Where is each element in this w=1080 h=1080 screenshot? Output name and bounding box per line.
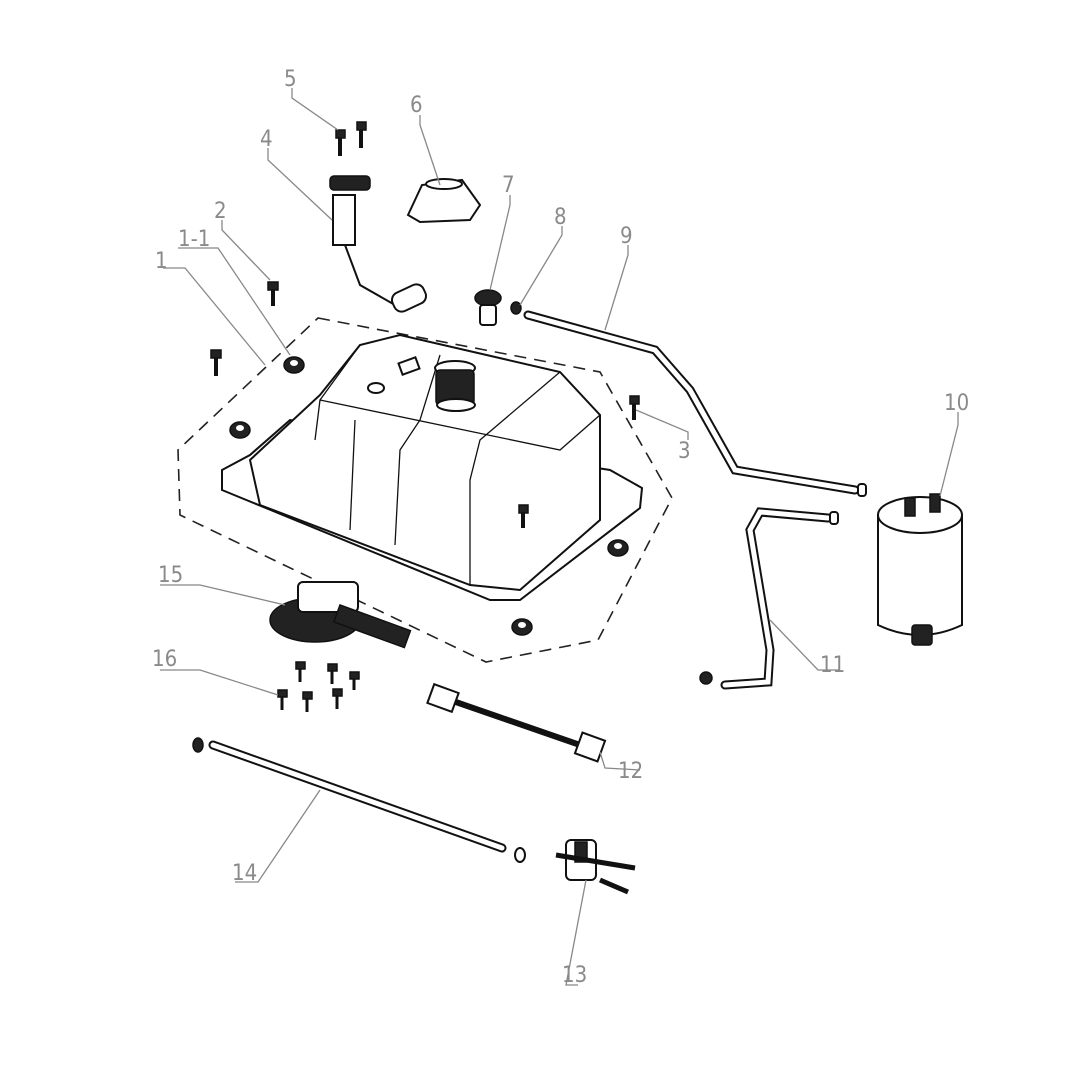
nut: [229, 421, 251, 439]
fuel-hose: [192, 737, 526, 863]
fuel-level-sender: [329, 175, 428, 313]
callout-11: 11: [820, 653, 845, 678]
fuel-cock: [555, 839, 636, 895]
fuel-tank: [221, 333, 644, 601]
callout-9: 9: [620, 224, 633, 249]
callout-8: 8: [554, 205, 567, 230]
bolt: [356, 121, 367, 148]
callout-6: 6: [410, 93, 423, 118]
callout-3: 3: [678, 439, 691, 464]
callout-5: 5: [284, 67, 297, 92]
hose-clip: [510, 301, 522, 315]
leader-lines: [160, 88, 959, 986]
bolt: [210, 349, 222, 376]
assembly-boundary: [177, 317, 673, 663]
callout-12: 12: [618, 759, 643, 784]
fuel-line-connector: [426, 682, 607, 763]
callout-13: 13: [562, 963, 587, 988]
canister-hose: [699, 507, 839, 690]
callout-4: 4: [260, 127, 273, 152]
callout-1: 1: [155, 249, 168, 274]
fuel-cap: [406, 178, 482, 224]
breather-hose: [523, 310, 867, 497]
callout-16: 16: [152, 647, 177, 672]
charcoal-canister: [877, 493, 963, 646]
callout-10: 10: [944, 391, 969, 416]
breather-valve: [474, 289, 502, 326]
nut: [511, 618, 533, 636]
pump-screws: [277, 661, 360, 712]
nut: [283, 356, 305, 374]
bolt: [335, 129, 346, 156]
bolt: [518, 504, 529, 528]
callout-1-1: 1-1: [178, 227, 210, 252]
callout-15: 15: [158, 563, 183, 588]
callout-14: 14: [232, 861, 257, 886]
nut: [607, 539, 629, 557]
callout-2: 2: [214, 199, 227, 224]
bolt: [267, 281, 279, 306]
bolt: [629, 395, 640, 420]
callout-7: 7: [502, 173, 515, 198]
fuel-pump: [269, 581, 412, 649]
